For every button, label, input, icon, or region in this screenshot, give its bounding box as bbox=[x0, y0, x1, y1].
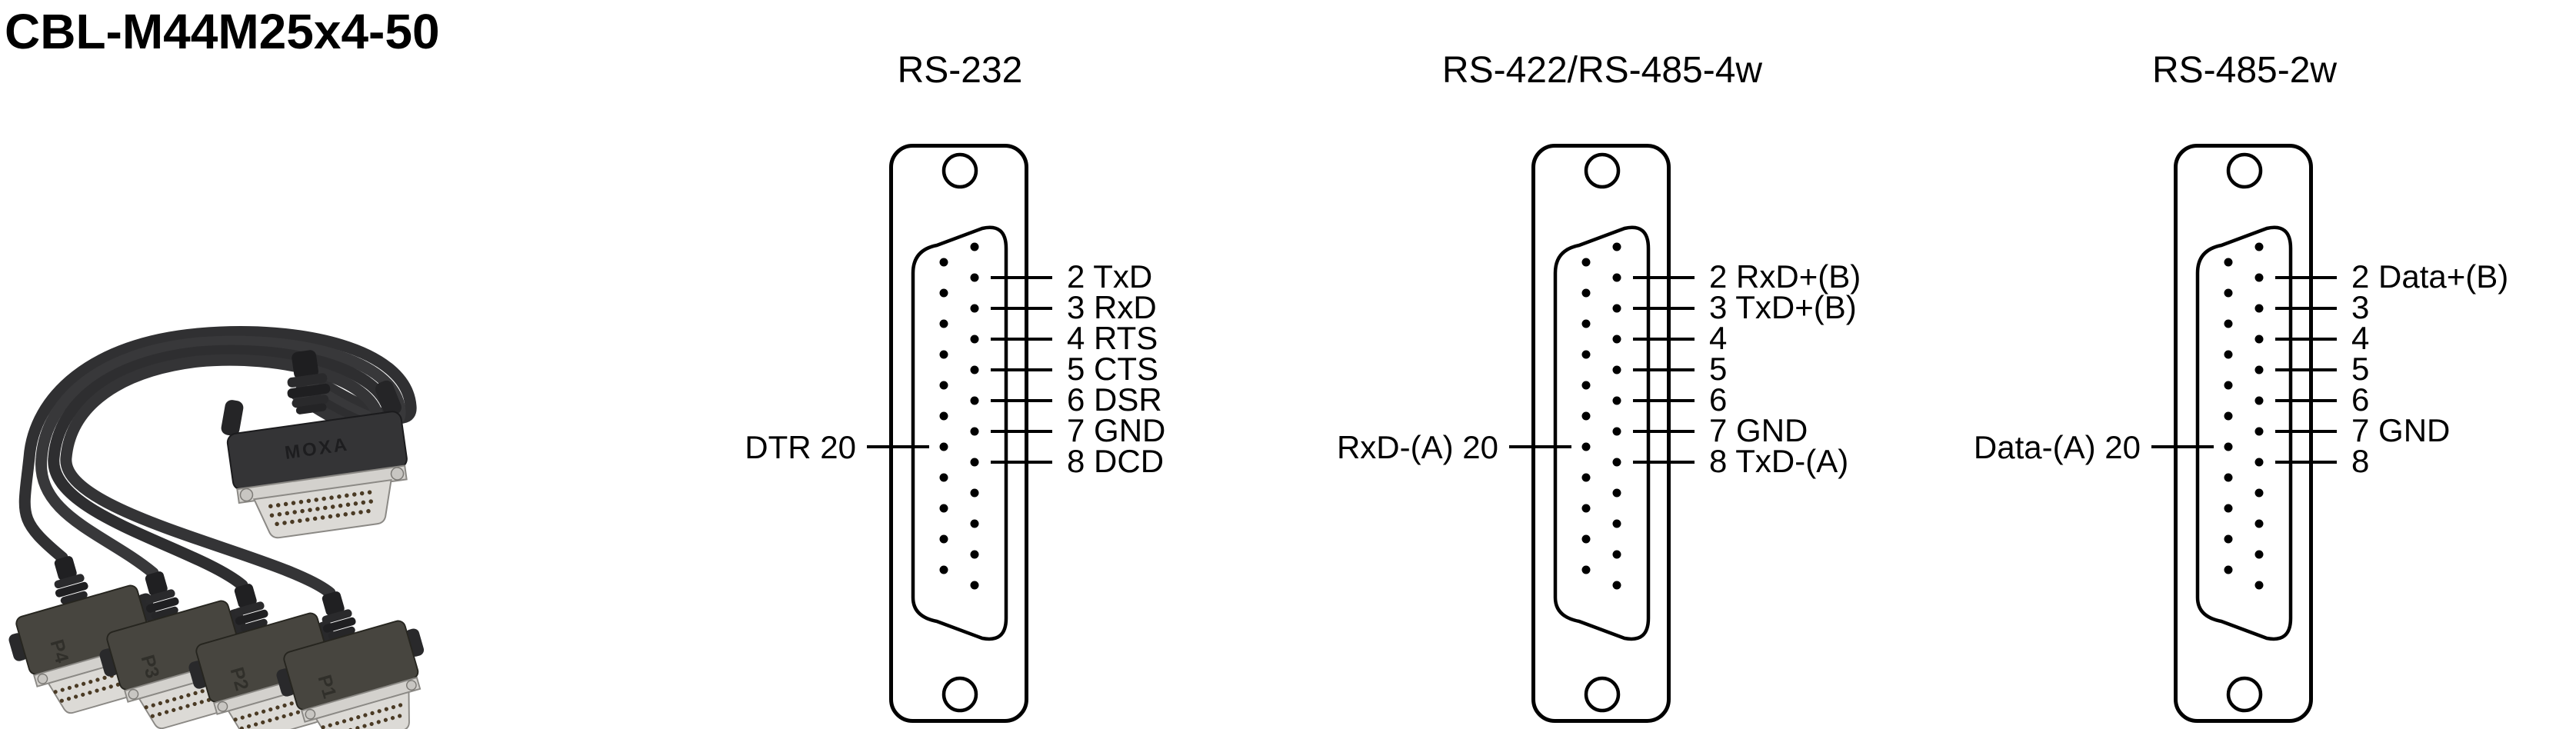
connector-title-rs485-2w: RS-485-2w bbox=[2151, 50, 2338, 91]
pin-label: 7 GND bbox=[1709, 412, 1808, 449]
pin-label: 8 TxD-(A) bbox=[1709, 443, 1849, 480]
pin-label: 4 RTS bbox=[1067, 320, 1158, 357]
connector-rs485-2w bbox=[2151, 146, 2337, 721]
pin-label: 8 bbox=[2351, 443, 2370, 480]
pin-label: 7 GND bbox=[2351, 412, 2451, 449]
photo-port-connector: P2 bbox=[171, 564, 356, 729]
photo-port-connector: P1 bbox=[258, 572, 444, 729]
connector-title-rs232: RS-232 bbox=[897, 50, 1023, 91]
pin-label: 5 CTS bbox=[1067, 351, 1159, 388]
pin-label: 6 bbox=[1709, 381, 1728, 418]
photo-port-connector: P3 bbox=[82, 552, 267, 729]
connector-rs422-rs485-4w bbox=[1509, 146, 1695, 721]
pin-label: 8 DCD bbox=[1067, 443, 1165, 480]
cable-photo-illustration: MOXA P4 P3 P2 P1 bbox=[0, 326, 446, 729]
pin-label: 6 bbox=[2351, 381, 2370, 418]
pin-label: 3 bbox=[2351, 289, 2370, 326]
page-title: CBL-M44M25x4-50 bbox=[5, 4, 440, 59]
connector-title-rs422-rs485-4w: RS-422/RS-485-4w bbox=[1441, 50, 1763, 91]
pin-label: 5 bbox=[1709, 351, 1728, 388]
pin-label: 5 bbox=[2351, 351, 2370, 388]
pin-label-left: Data-(A) 20 bbox=[1973, 429, 2141, 466]
connector-rs232 bbox=[867, 146, 1052, 721]
photo-db44-connector: MOXA bbox=[221, 350, 408, 539]
pin-label: 6 DSR bbox=[1067, 381, 1162, 418]
pin-label: 4 bbox=[2351, 320, 2370, 357]
pin-label: 4 bbox=[1709, 320, 1728, 357]
pin-label: 2 Data+(B) bbox=[2351, 258, 2509, 295]
pin-label: 3 TxD+(B) bbox=[1709, 289, 1857, 326]
pin-label-left: RxD-(A) 20 bbox=[1336, 429, 1498, 466]
pin-label-left: DTR 20 bbox=[745, 429, 856, 466]
pin-label: 7 GND bbox=[1067, 412, 1166, 449]
pin-label: 2 RxD+(B) bbox=[1709, 258, 1861, 295]
pin-label: 3 RxD bbox=[1067, 289, 1157, 326]
pin-label: 2 TxD bbox=[1067, 258, 1153, 295]
photo-port-connector: P4 bbox=[0, 537, 176, 724]
